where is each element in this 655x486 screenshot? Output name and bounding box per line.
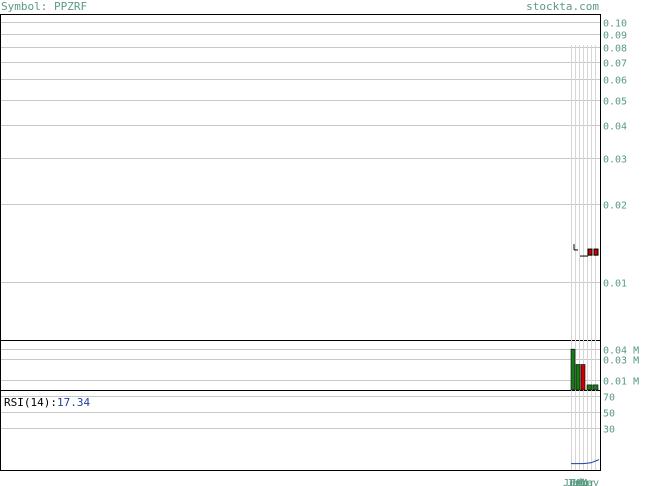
volume-panel <box>0 340 601 391</box>
symbol-label: Symbol: PPZRF <box>1 0 87 13</box>
x-tick-label: Jun <box>563 478 581 486</box>
volume-bar <box>570 348 576 391</box>
rsi-line <box>571 459 600 465</box>
site-label: stockta.com <box>526 0 599 13</box>
rsi-tick-label: 30 <box>603 425 615 436</box>
price-candle <box>593 248 599 256</box>
price-candle <box>587 248 593 256</box>
volume-bar <box>586 384 593 391</box>
price-tick-label: 0.06 <box>603 76 627 87</box>
rsi-grid <box>1 396 600 429</box>
price-tick-label: 0.04 <box>603 122 627 133</box>
volume-bars <box>570 348 599 391</box>
rsi-legend: RSI(14):17.34 <box>4 396 90 409</box>
rsi-tick-label: 50 <box>603 409 615 420</box>
volume-tick-label: 0.04 M <box>603 346 639 357</box>
price-tick-label: 0.09 <box>603 31 627 42</box>
volume-bar <box>580 364 586 391</box>
price-grid <box>1 22 600 283</box>
rsi-value: 17.34 <box>57 396 90 409</box>
price-tick-label: 0.02 <box>603 201 627 212</box>
price-tick-label: 0.08 <box>603 44 627 55</box>
x-tick-label: Feb <box>570 478 588 486</box>
x-tick-label: Mar <box>573 478 591 486</box>
volume-tick-label: 0.01 M <box>603 377 639 388</box>
x-tick-label: Apr <box>577 478 595 486</box>
volume-tick-label: 0.03 M <box>603 356 639 367</box>
volume-grid <box>1 349 600 381</box>
rsi-axis: 70 50 30 <box>603 393 615 436</box>
volume-bar <box>592 384 599 391</box>
price-tick-label: 0.05 <box>603 97 627 108</box>
date-gridlines <box>571 45 596 470</box>
price-candles <box>573 244 599 257</box>
rsi-panel <box>0 390 601 471</box>
rsi-tick-label: 70 <box>603 393 615 404</box>
x-tick-label: May <box>581 478 599 486</box>
x-tick-label: Jul <box>567 478 585 486</box>
volume-bar <box>575 364 581 391</box>
price-tick-label: 0.10 <box>603 19 627 30</box>
price-panel <box>0 14 601 341</box>
price-tick-label: 0.01 <box>603 279 627 290</box>
price-tick-label: 0.07 <box>603 59 627 70</box>
price-axis: 0.100.09 0.08 0.07 0.06 0.05 0.04 0.03 0.02 0.01 <box>603 19 627 290</box>
volume-axis: 0.04 M0.03 M 0.01 M <box>603 346 639 388</box>
rsi-series <box>571 459 600 465</box>
rsi-label: RSI(14): <box>4 396 57 409</box>
price-tick-label: 0.03 <box>603 155 627 166</box>
